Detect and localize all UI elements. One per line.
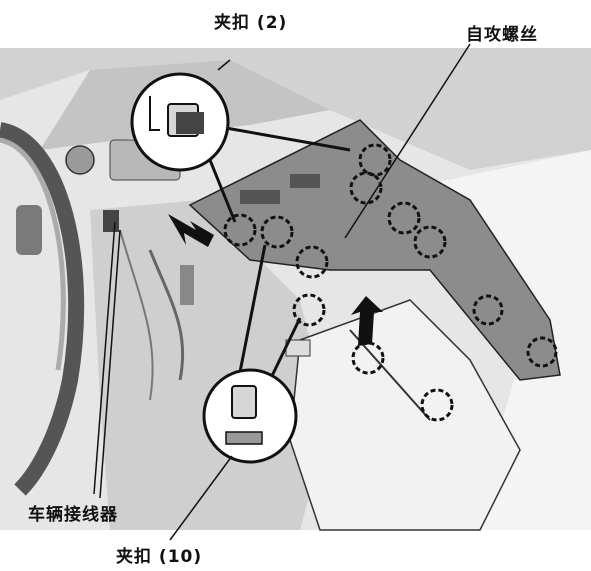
vehicle-connector-part <box>103 210 119 232</box>
label-vehicle-connector: 车辆接线器 <box>28 505 118 525</box>
arrow-remove-icon <box>168 214 214 247</box>
screw-marker-1 <box>358 143 392 177</box>
dash-knob <box>65 145 95 175</box>
steering-wheel-rim <box>0 122 85 496</box>
fastener-markers <box>223 143 558 422</box>
callout-line-bottom-a <box>238 244 267 373</box>
clip-marker-1 <box>223 213 257 247</box>
leader-connector-2 <box>99 229 121 499</box>
screw-marker-2 <box>349 171 383 205</box>
clip-marker-7 <box>526 336 558 368</box>
center-trim-panel <box>188 119 561 381</box>
label-self-tapping-screw: 自攻螺丝 <box>466 25 538 45</box>
clip-top-bracket <box>149 96 160 131</box>
label-clip-top: 夹扣 (2) <box>214 13 288 33</box>
wire-harness-2 <box>119 229 154 401</box>
steering-wheel-inner <box>0 137 66 371</box>
armrest-console <box>289 299 521 531</box>
screw-marker-4 <box>413 225 447 259</box>
clip-top-detail-shade <box>176 112 204 134</box>
clip-marker-5 <box>351 341 385 375</box>
clip-marker-8 <box>420 388 454 422</box>
vent-slot-1 <box>240 190 280 204</box>
windshield-area <box>0 48 591 170</box>
screw-marker-3 <box>387 201 421 235</box>
clip-marker-2 <box>260 215 294 249</box>
leader-connector <box>93 221 116 495</box>
wire-harness <box>148 249 185 381</box>
clip-bottom-detail <box>231 385 257 419</box>
clip-marker-6 <box>472 294 504 326</box>
clip-marker-4 <box>292 293 326 327</box>
arrow-lift-icon <box>351 296 383 346</box>
label-clip-bottom: 夹扣 (10) <box>116 547 203 567</box>
callout-line-top-a <box>225 126 351 152</box>
clip-bottom-base <box>225 431 263 445</box>
steering-wheel-hub <box>16 205 42 255</box>
leader-clip-bottom <box>169 455 233 541</box>
clip-marker-3 <box>295 245 329 279</box>
vent-slot-2 <box>290 174 320 188</box>
gear-shaft <box>180 265 194 305</box>
callout-line-top-b <box>208 159 237 223</box>
leader-clip-top <box>217 59 231 71</box>
leader-screw <box>344 43 471 239</box>
callout-line-bottom-b <box>268 317 302 381</box>
